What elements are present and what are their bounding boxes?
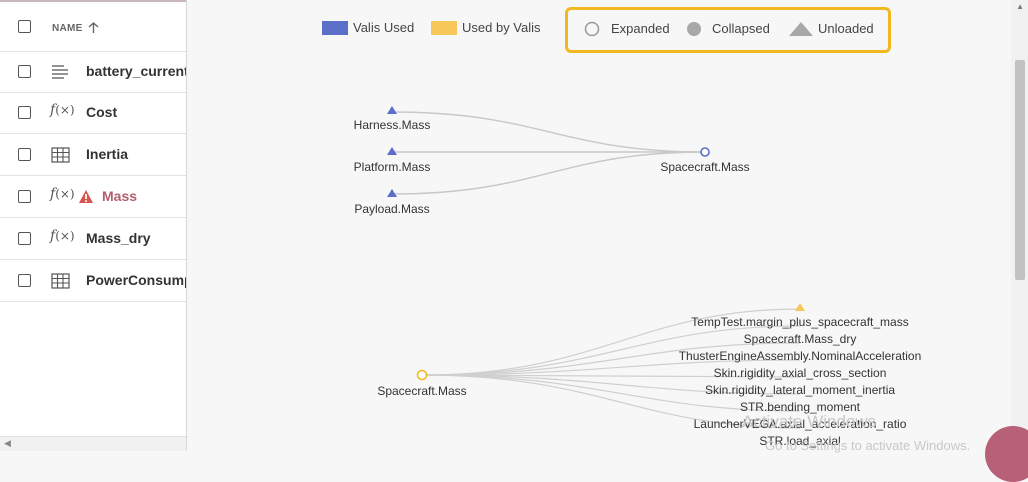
- node-label[interactable]: Skin.rigidity_lateral_moment_inertia: [705, 383, 895, 397]
- list-item[interactable]: f(×) Cost: [0, 93, 186, 134]
- item-name: Cost: [86, 104, 118, 120]
- list-item[interactable]: Inertia: [0, 135, 186, 176]
- payload-mass-node[interactable]: [387, 189, 397, 197]
- name-column-header[interactable]: NAME: [52, 23, 83, 34]
- legend-used-by-valis: Used by Valis: [462, 20, 541, 35]
- select-all-checkbox[interactable]: [18, 20, 31, 33]
- node-label[interactable]: Spacecraft.Mass: [660, 160, 749, 174]
- item-name: PowerConsump: [86, 272, 187, 288]
- scroll-up-icon[interactable]: ▲: [1016, 2, 1024, 11]
- list-item[interactable]: f(×) Mass: [0, 177, 186, 218]
- output-node[interactable]: [795, 303, 805, 311]
- spacecraft-mass-source-node[interactable]: [416, 369, 428, 381]
- vertical-scrollbar[interactable]: ▲: [1011, 0, 1028, 451]
- spacecraft-mass-node[interactable]: [700, 147, 710, 157]
- function-icon: f(×): [50, 228, 75, 244]
- list-item[interactable]: battery_current_: [0, 52, 186, 93]
- legend-unloaded: Unloaded: [818, 21, 874, 36]
- node-label[interactable]: STR.load_axial: [759, 434, 840, 448]
- row-checkbox[interactable]: [18, 190, 31, 203]
- legend-valis-used: Valis Used: [353, 20, 415, 35]
- item-name: Mass: [102, 188, 138, 204]
- item-name: Mass_dry: [86, 230, 151, 246]
- row-checkbox[interactable]: [18, 232, 31, 245]
- valis-used-swatch: [322, 21, 348, 35]
- floating-action-button[interactable]: [985, 426, 1028, 482]
- unloaded-triangle-icon: [789, 22, 813, 36]
- node-label[interactable]: Skin.rigidity_axial_cross_section: [714, 366, 887, 380]
- list-item[interactable]: f(×) Mass_dry: [0, 219, 186, 260]
- node-label[interactable]: LauncherVEGA.axial_acceleration_ratio: [694, 417, 907, 431]
- activation-watermark-subtitle: Go to Settings to activate Windows.: [765, 438, 971, 453]
- activation-watermark-title: Activate Windows: [742, 412, 877, 431]
- dependency-graph-area: ▲: [187, 0, 1028, 451]
- graph-canvas: Harness.Mass Platform.Mass Payload.Mass …: [354, 106, 922, 448]
- file-list-panel: NAME battery_current_ f(×) Cost Inertia …: [0, 0, 187, 451]
- top-accent-bar: [0, 0, 186, 2]
- platform-mass-node[interactable]: [387, 147, 397, 155]
- item-name: battery_current_: [86, 63, 187, 79]
- node-label[interactable]: ThusterEngineAssembly.NominalAcceleratio…: [679, 349, 922, 363]
- used-by-valis-swatch: [431, 21, 457, 35]
- node-label[interactable]: STR.bending_moment: [740, 400, 861, 414]
- node-label[interactable]: Spacecraft.Mass: [377, 384, 466, 398]
- node-label[interactable]: Payload.Mass: [354, 202, 429, 216]
- list-item[interactable]: PowerConsump: [0, 261, 186, 302]
- legend-collapsed: Collapsed: [712, 21, 770, 36]
- function-icon: f(×): [50, 186, 75, 202]
- legend-expanded: Expanded: [611, 21, 670, 36]
- item-name: Inertia: [86, 146, 129, 162]
- node-label[interactable]: Harness.Mass: [354, 118, 431, 132]
- row-checkbox[interactable]: [18, 65, 31, 78]
- collapsed-circle-icon: [687, 22, 701, 36]
- scroll-left-icon[interactable]: ◀: [4, 438, 11, 448]
- table-icon: [51, 147, 70, 163]
- node-label[interactable]: Platform.Mass: [354, 160, 431, 174]
- expanded-circle-icon: [584, 21, 600, 37]
- table-icon: [51, 273, 70, 289]
- row-checkbox[interactable]: [18, 106, 31, 119]
- list-header: NAME: [0, 2, 186, 52]
- warning-icon: [79, 190, 93, 203]
- horizontal-scrollbar[interactable]: ◀: [0, 436, 186, 451]
- node-label[interactable]: Spacecraft.Mass_dry: [744, 332, 857, 346]
- scrollbar-thumb[interactable]: [1015, 60, 1025, 280]
- row-checkbox[interactable]: [18, 274, 31, 287]
- arrow-up-icon[interactable]: [88, 22, 99, 34]
- row-checkbox[interactable]: [18, 148, 31, 161]
- function-icon: f(×): [50, 102, 75, 118]
- lines-icon: [52, 65, 68, 79]
- harness-mass-node[interactable]: [387, 106, 397, 114]
- node-label[interactable]: TempTest.margin_plus_spacecraft_mass: [691, 315, 908, 329]
- legend-highlight-box: [565, 7, 891, 53]
